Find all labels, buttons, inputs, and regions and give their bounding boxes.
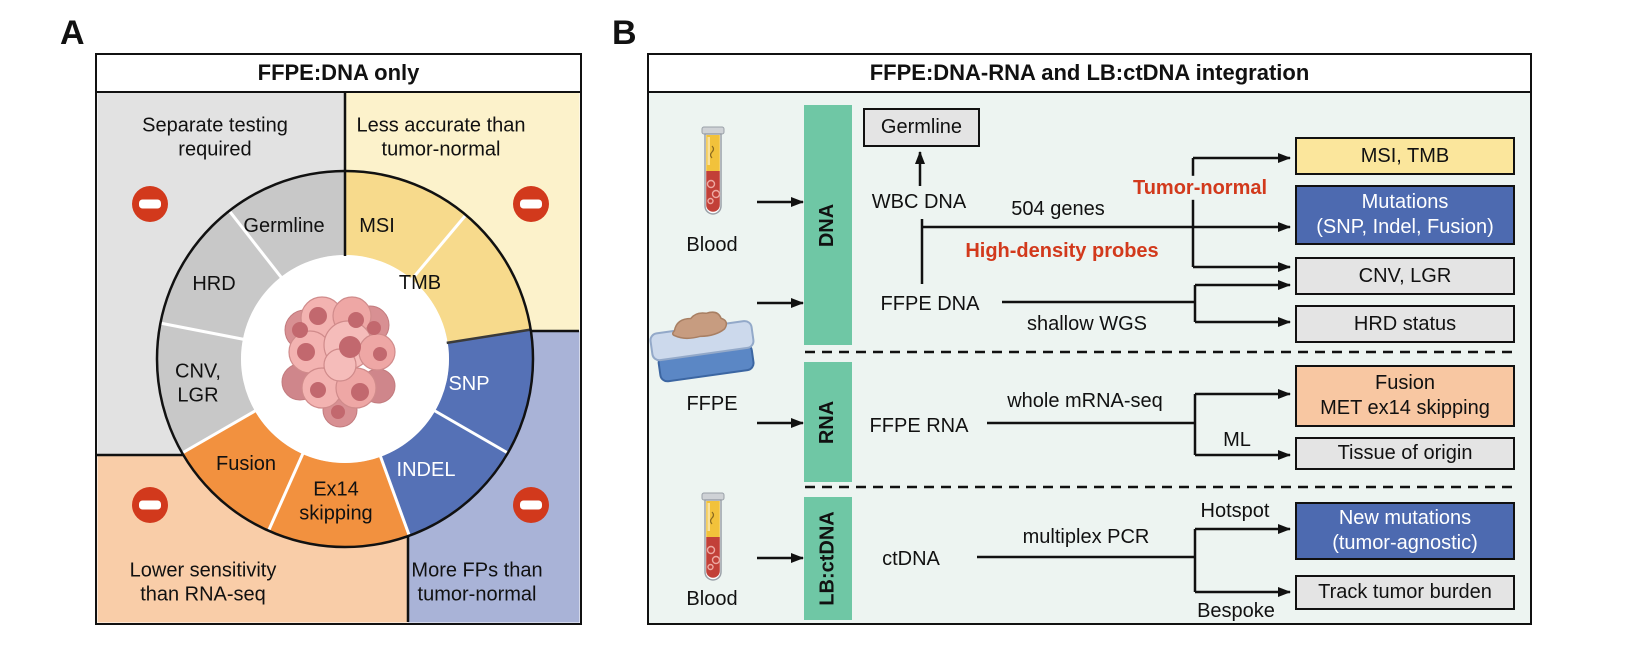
panel-a-title-text: FFPE:DNA only <box>257 60 420 85</box>
output-tissue-origin: Tissue of origin <box>1295 437 1515 470</box>
blood-tube-icon <box>701 126 725 215</box>
input-label-blood2: Blood <box>686 587 738 610</box>
donut-label-msi: MSI <box>359 214 395 237</box>
donut-label-indel: INDEL <box>396 458 456 481</box>
input-label-blood: Blood <box>686 233 738 256</box>
label-multiplex-pcr: multiplex PCR <box>1022 525 1150 548</box>
panel-b-title-text: FFPE:DNA-RNA and LB:ctDNA integration <box>869 60 1310 85</box>
output-mutations: Mutations (SNP, Indel, Fusion) <box>1295 185 1515 245</box>
label-504-genes: 504 genes <box>1011 197 1105 220</box>
node-ffpe-rna: FFPE RNA <box>869 414 969 437</box>
output-msi-tmb: MSI, TMB <box>1295 137 1515 175</box>
label-ml: ML <box>1223 428 1251 451</box>
donut-label-germline: Germline <box>243 214 325 237</box>
donut-label-hrd: HRD <box>192 272 236 295</box>
label-high-density-probes: High-density probes <box>965 239 1159 262</box>
output-hrd-status: HRD status <box>1295 305 1515 343</box>
node-ffpe-dna: FFPE DNA <box>880 292 980 315</box>
germline-box: Germline <box>863 108 980 147</box>
donut-label-cnv-lgr: CNV,LGR <box>175 360 221 407</box>
node-wbc-dna: WBC DNA <box>871 190 967 213</box>
label-shallow-wgs: shallow WGS <box>1026 312 1148 335</box>
caption-more-fps: More FPs than tumor-normal <box>411 559 543 606</box>
donut-label-snp: SNP <box>448 372 490 395</box>
output-cnv-lgr: CNV, LGR <box>1295 257 1515 295</box>
bar-dna: DNA <box>804 105 852 345</box>
output-track-burden: Track tumor burden <box>1295 575 1515 610</box>
caption-separate-testing: Separate testing required <box>142 114 288 161</box>
node-ctdna: ctDNA <box>882 547 940 570</box>
panel-a-letter: A <box>60 14 85 52</box>
donut-label-fusion: Fusion <box>215 452 277 475</box>
input-label-ffpe: FFPE <box>686 392 738 415</box>
panel-b-title: FFPE:DNA-RNA and LB:ctDNA integration <box>647 53 1532 93</box>
label-tumor-normal: Tumor-normal <box>1128 175 1272 201</box>
caption-less-accurate: Less accurate than tumor-normal <box>356 114 526 161</box>
ffpe-block-icon <box>649 311 755 383</box>
panel-a-body <box>95 93 582 625</box>
output-new-mutations: New mutations (tumor-agnostic) <box>1295 502 1515 560</box>
panel-b-letter: B <box>612 14 637 52</box>
bar-rna: RNA <box>804 362 852 482</box>
caption-lower-sensitivity: Lower sensitivity than RNA-seq <box>129 559 277 606</box>
donut-label-tmb: TMB <box>398 271 442 294</box>
bar-lb-ctdna: LB:ctDNA <box>804 497 852 620</box>
label-whole-mrna-seq: whole mRNA-seq <box>1007 389 1163 412</box>
blood-tube-icon <box>701 492 725 581</box>
panel-a-title: FFPE:DNA only <box>95 53 582 93</box>
label-bespoke: Bespoke <box>1197 599 1275 622</box>
output-fusion-met: Fusion MET ex14 skipping <box>1295 365 1515 427</box>
label-hotspot: Hotspot <box>1200 499 1270 522</box>
